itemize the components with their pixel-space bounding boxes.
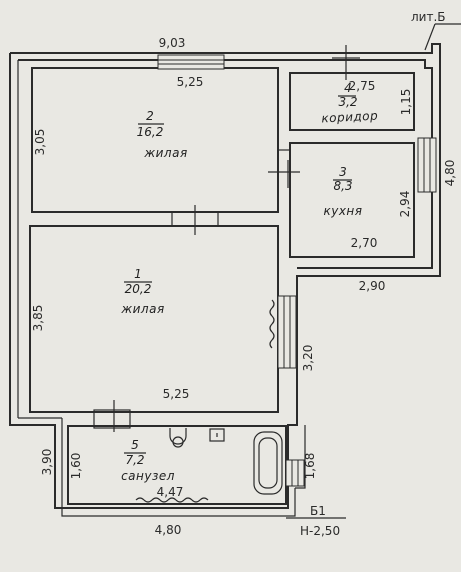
room-2-name: жилая bbox=[143, 146, 187, 160]
litera-label: лит.Б bbox=[411, 10, 446, 24]
block-label: Б1 bbox=[310, 504, 326, 518]
room-2-window bbox=[157, 54, 225, 70]
dim-top-outer: 9,03 bbox=[159, 36, 186, 50]
dim-bath-right: 1,68 bbox=[303, 453, 317, 480]
dim-room1-height: 3,85 bbox=[31, 305, 45, 332]
room-1-name: жилая bbox=[120, 302, 164, 316]
dim-bottom-outer: 4,80 bbox=[155, 523, 182, 537]
outer-wall-inner-line bbox=[18, 59, 433, 269]
litera-leader bbox=[424, 23, 436, 51]
room-2-number: 2 bbox=[146, 109, 154, 123]
dim-bath-height: 1,60 bbox=[69, 453, 83, 480]
sink-icon bbox=[209, 428, 225, 442]
room-1-outline bbox=[29, 225, 279, 413]
dim-kitchen-width: 2,70 bbox=[351, 236, 378, 250]
kitchen-window bbox=[417, 137, 437, 193]
level-label: Н-2,50 bbox=[300, 524, 340, 538]
dim-step-width: 2,90 bbox=[359, 279, 386, 293]
bath-window bbox=[285, 459, 305, 487]
dim-corridor-height: 1,15 bbox=[399, 89, 413, 116]
room-2-area: 16,2 bbox=[137, 125, 164, 139]
room-5-area: 7,2 bbox=[125, 453, 144, 467]
room-3-number: 3 bbox=[339, 165, 347, 179]
dim-room1-right: 3,20 bbox=[301, 345, 315, 372]
outer-wall bbox=[9, 43, 441, 509]
room-3-area: 8,3 bbox=[333, 179, 352, 193]
room-4-area: 3,2 bbox=[338, 95, 357, 109]
room-5-name: санузел bbox=[121, 469, 175, 483]
room-3-name: кухня bbox=[323, 204, 362, 218]
room-1-number: 1 bbox=[134, 267, 142, 281]
door-room1-bath bbox=[93, 409, 131, 429]
dim-bath-left-outer: 3,90 bbox=[40, 449, 54, 476]
bath-outer-wall-right bbox=[295, 425, 306, 489]
bathtub-icon bbox=[253, 431, 283, 495]
dim-room2-height: 3,05 bbox=[33, 129, 47, 156]
room-1-area: 20,2 bbox=[125, 282, 152, 296]
bath-outer-wall bbox=[61, 418, 296, 517]
dim-bath-width: 4,47 bbox=[157, 485, 184, 499]
dim-room1-width: 5,25 bbox=[163, 387, 190, 401]
room-3-outline bbox=[289, 142, 415, 258]
room-1-window bbox=[277, 295, 297, 369]
dim-kitchen-height: 2,94 bbox=[398, 191, 412, 218]
room-4-name: коридор bbox=[321, 109, 378, 126]
room-4-number: 4 bbox=[344, 81, 352, 95]
room-5-number: 5 bbox=[131, 438, 139, 452]
radiator-icon bbox=[269, 299, 275, 349]
bath-width-mark bbox=[135, 497, 209, 503]
room-2-outline bbox=[31, 67, 279, 213]
room-4-outline bbox=[289, 72, 415, 131]
dim-right-outer: 4,80 bbox=[443, 160, 457, 187]
toilet-icon bbox=[169, 428, 187, 445]
dim-room2-width: 5,25 bbox=[177, 75, 204, 89]
dim-corridor-width: 2,75 bbox=[349, 79, 376, 93]
